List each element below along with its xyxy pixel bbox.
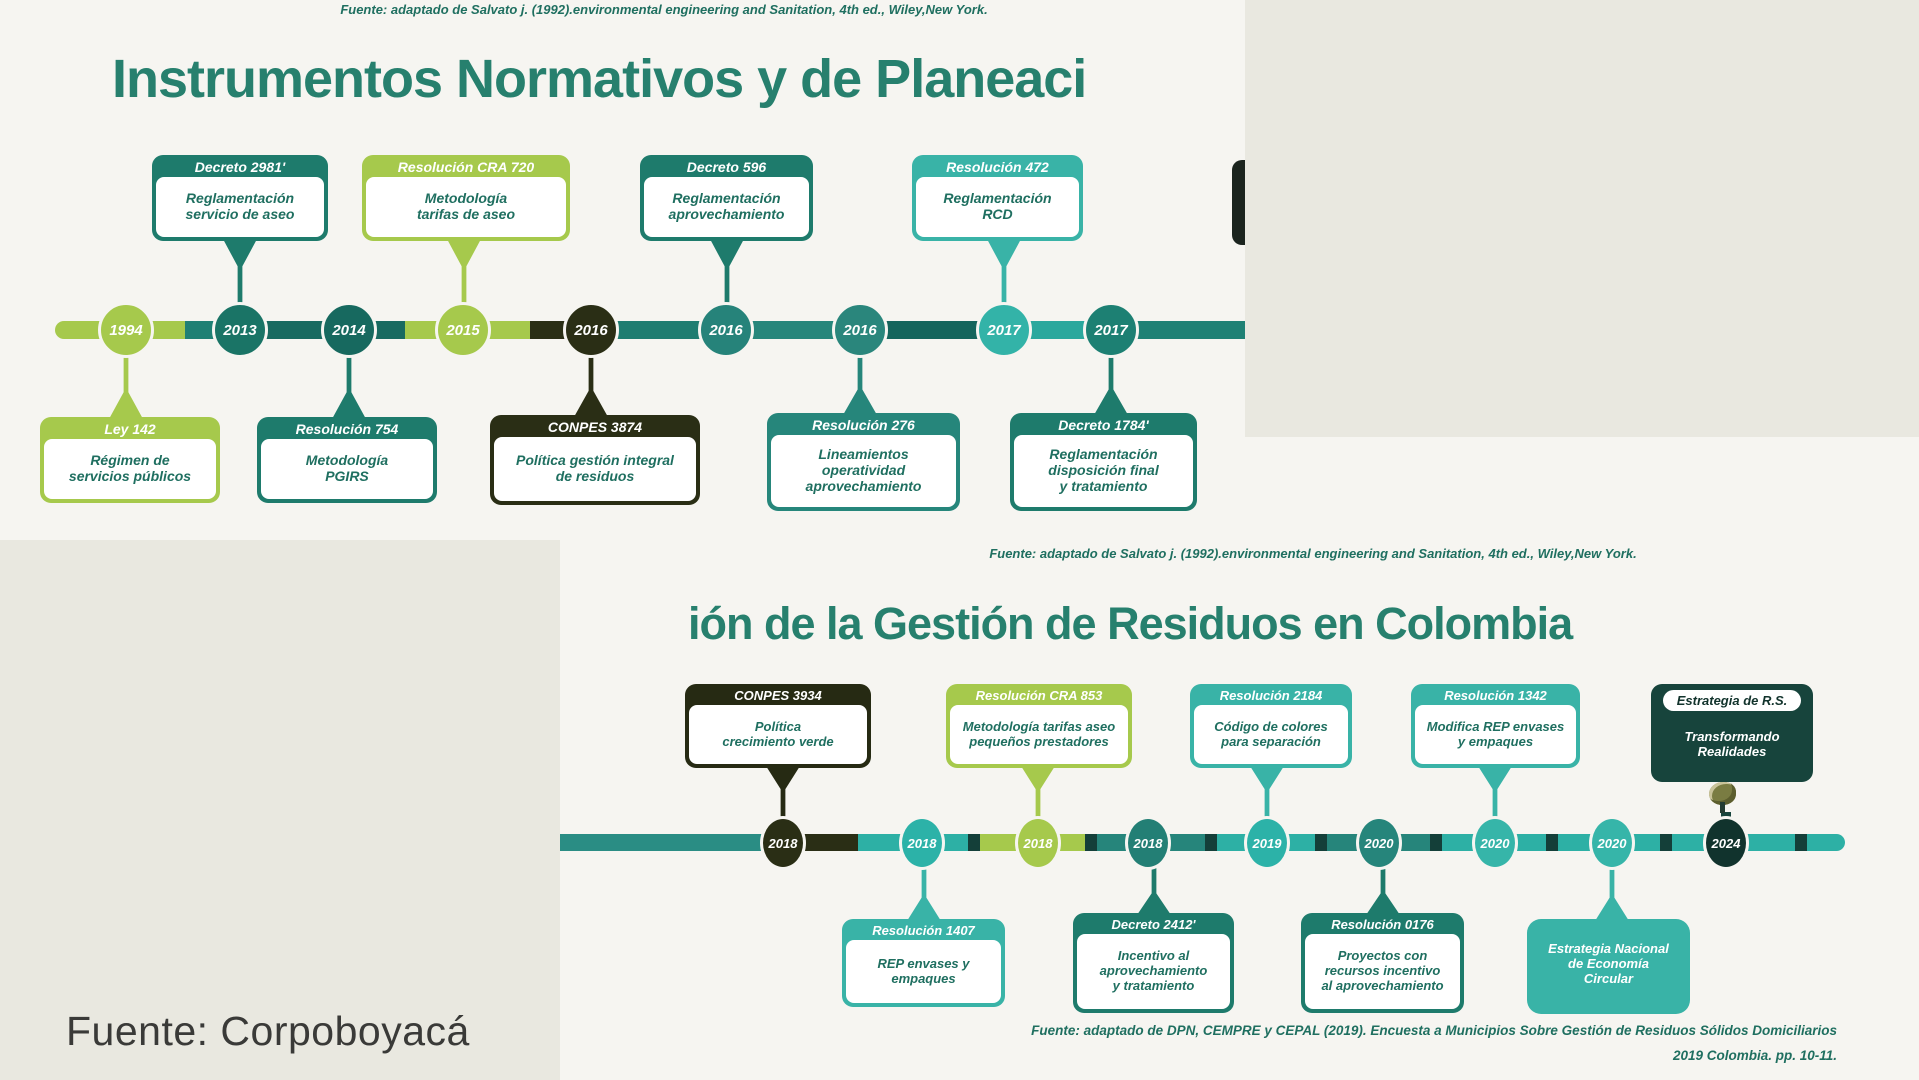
event-box-header: CONPES 3874 — [547, 419, 643, 435]
slide2-title: ión de la Gestión de Residuos en Colombi… — [688, 598, 1573, 649]
event-box-header: Resolución 472 — [946, 159, 1049, 175]
event-box-header: Resolución 2184 — [1219, 688, 1323, 703]
timeline-year: 2017 — [1083, 302, 1139, 358]
slide1-source-text: Fuente: adaptado de Salvato j. (1992).en… — [340, 2, 988, 17]
tree-trunk — [1720, 802, 1725, 813]
event-box-header: Resolución CRA 853 — [975, 688, 1103, 703]
timeline-bar-segment — [860, 321, 1004, 339]
event-box-header: Decreto 1784' — [1058, 417, 1149, 433]
timeline-bar-segment — [1085, 834, 1097, 851]
slide2-bottom-source-line2: 2019 Colombia. pp. 10-11. — [1672, 1048, 1837, 1063]
slide1-title: Instrumentos Normativos y de Planeaci — [112, 49, 1087, 109]
event-box-header: Resolución 276 — [812, 417, 915, 433]
timeline-bar-segment — [591, 321, 726, 339]
timeline-bar-segment — [1111, 321, 1245, 339]
timeline-bar-segment — [560, 834, 783, 851]
timeline-year: 2024 — [1703, 816, 1749, 870]
timeline-year: 1994 — [98, 302, 154, 358]
timeline-year: 2016 — [563, 302, 619, 358]
timeline-bar-segment — [1807, 834, 1845, 851]
event-box-header: Resolución 1342 — [1444, 688, 1547, 703]
event-box-header: CONPES 3934 — [734, 688, 822, 703]
event-box-header: Resolución 1407 — [872, 923, 975, 938]
slide2-source-text: Fuente: adaptado de Salvato j. (1992).en… — [989, 546, 1637, 561]
timeline-bar-segment — [726, 321, 860, 339]
slide2-bottom-source-line1: Fuente: adaptado de DPN, CEMPRE y CEPAL … — [1031, 1023, 1837, 1038]
event-box-header: Decreto 596 — [686, 159, 767, 175]
tree-icon — [1706, 782, 1740, 814]
timeline-year: 2020 — [1356, 816, 1402, 870]
timeline-bar-segment — [968, 834, 980, 851]
timeline-year: 2015 — [435, 302, 491, 358]
timeline-year: 2014 — [321, 302, 377, 358]
timeline-year: 2018 — [760, 816, 806, 870]
timeline-year: 2016 — [832, 302, 888, 358]
timeline-year: 2020 — [1589, 816, 1635, 870]
event-box-header: Resolución 754 — [295, 421, 399, 437]
cutoff-box-fragment — [1232, 160, 1245, 245]
page-caption: Fuente: Corpoboyacá — [66, 1008, 470, 1054]
event-box-header: Ley 142 — [104, 421, 156, 437]
timeline-bar-segment — [1205, 834, 1217, 851]
event-box-header: Decreto 2412' — [1111, 917, 1196, 932]
timeline-year: 2013 — [212, 302, 268, 358]
timeline-year: 2019 — [1244, 816, 1290, 870]
timeline-bar-segment — [1795, 834, 1807, 851]
timeline-year: 2018 — [899, 816, 945, 870]
event-box-header: Decreto 2981' — [194, 159, 286, 175]
timeline-year: 2016 — [698, 302, 754, 358]
slide2-bottom-source: Fuente: adaptado de DPN, CEMPRE y CEPAL … — [900, 1018, 1837, 1068]
timeline-year: 2018 — [1015, 816, 1061, 870]
event-box-header: Resolución CRA 720 — [397, 159, 535, 175]
timeline-bar-segment — [1660, 834, 1672, 851]
timeline-bar-segment — [1546, 834, 1558, 851]
timeline-bar-segment — [1430, 834, 1442, 851]
tree-foliage — [1709, 782, 1736, 805]
timeline-bar-segment — [1315, 834, 1327, 851]
timeline-year: 2020 — [1472, 816, 1518, 870]
event-box-header: Estrategia de R.S. — [1663, 690, 1801, 711]
timeline-year: 2017 — [976, 302, 1032, 358]
event-box-header: Resolución 0176 — [1331, 917, 1434, 932]
timeline-year: 2018 — [1125, 816, 1171, 870]
